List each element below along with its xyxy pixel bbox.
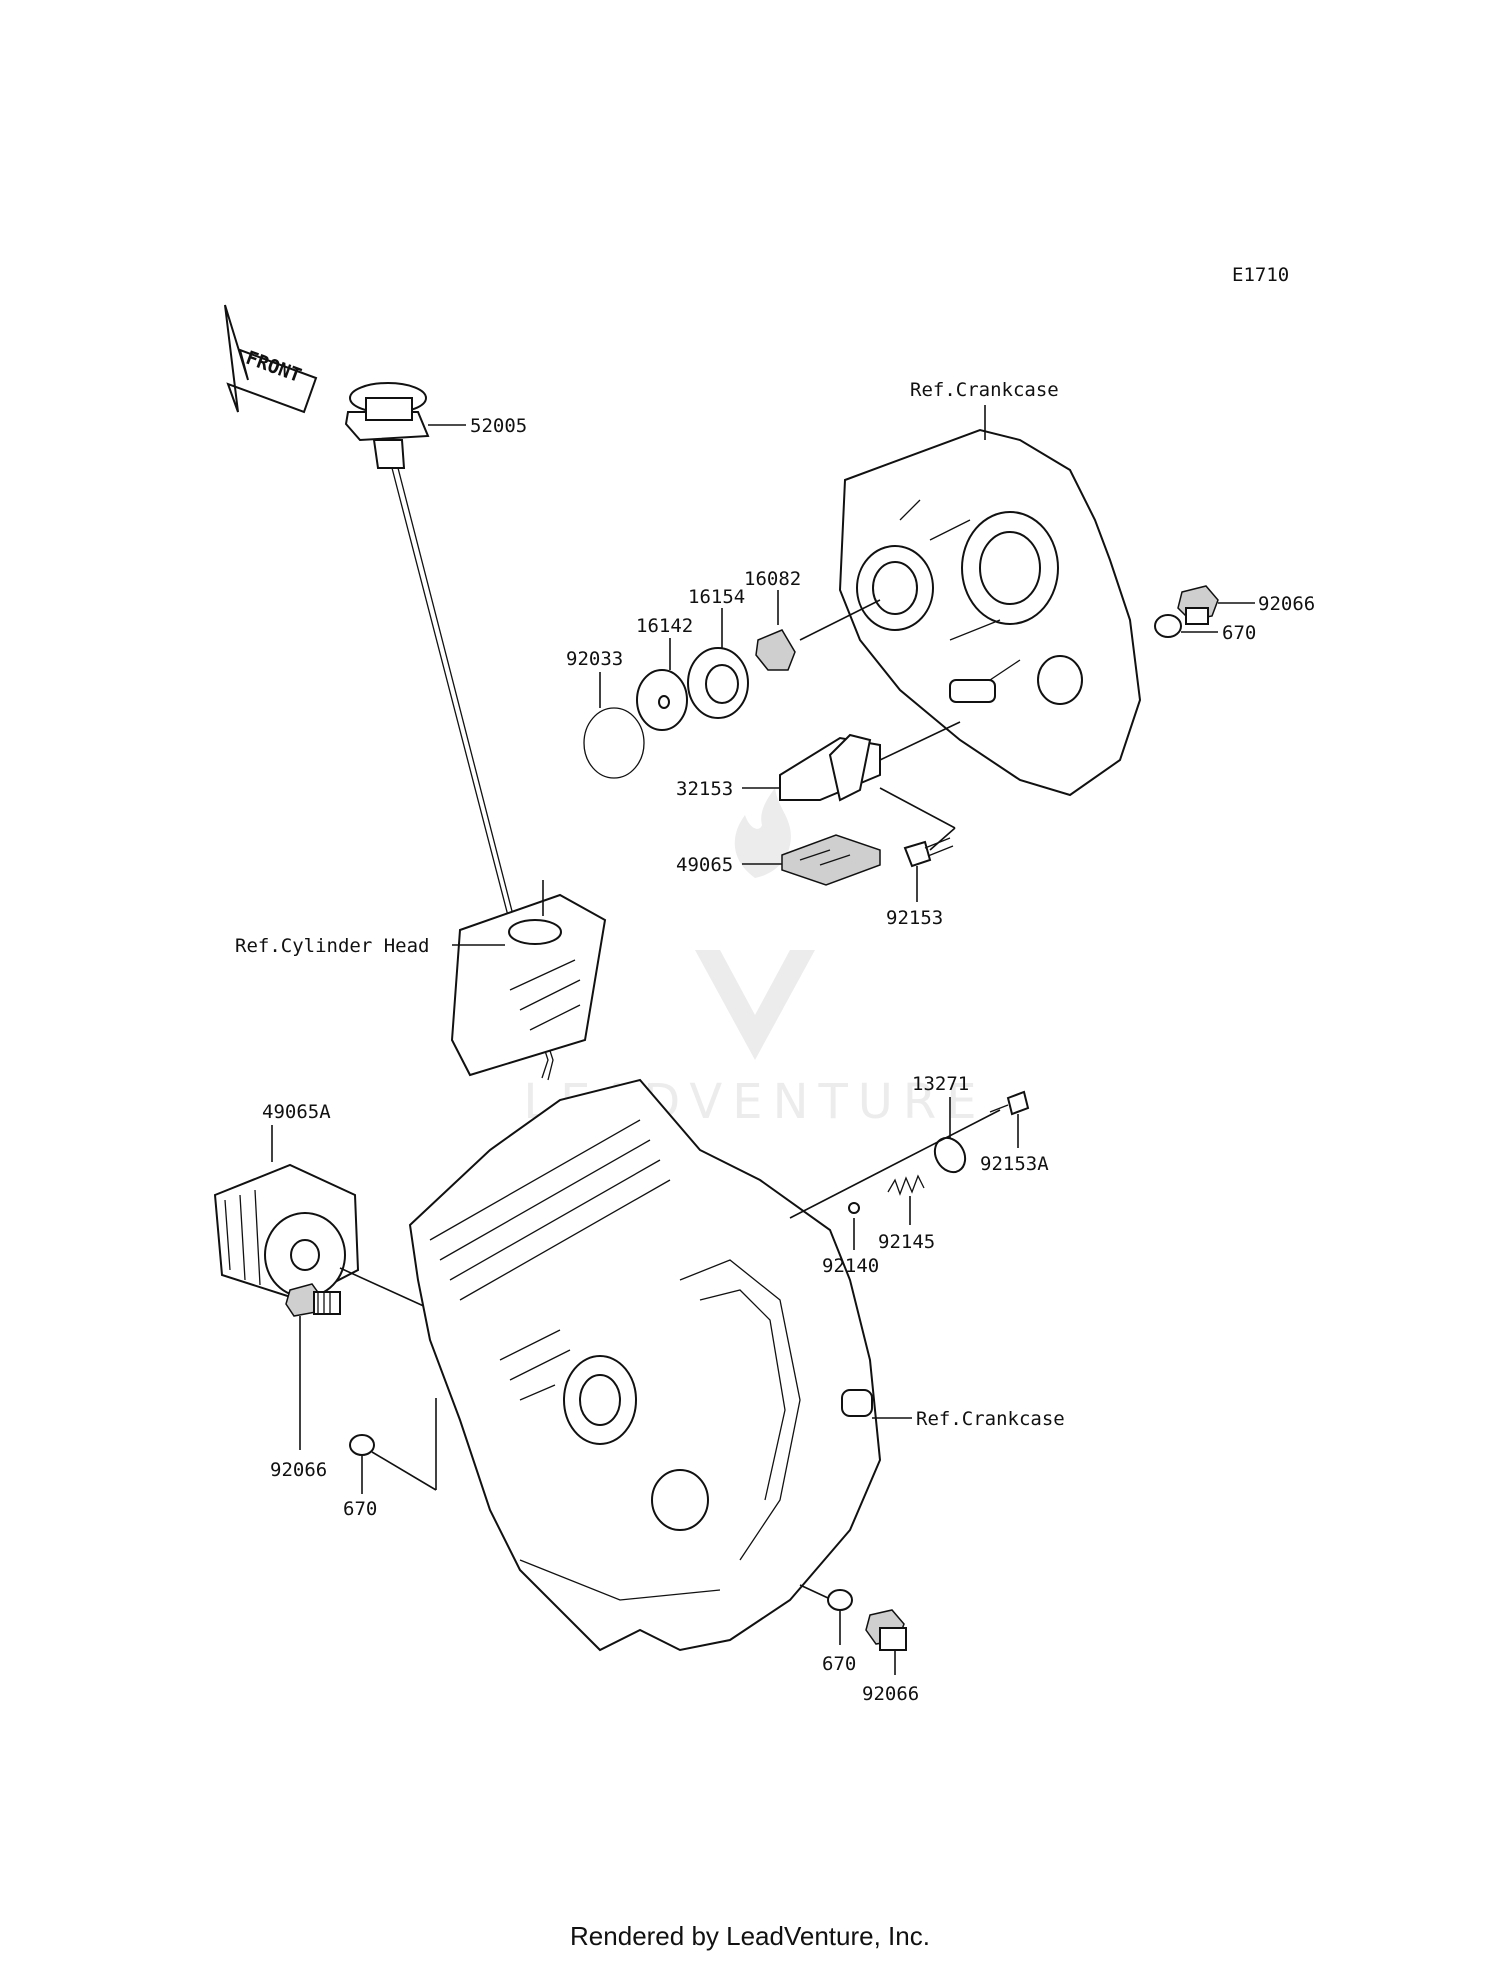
part-label-92066-bottom: 92066 <box>862 1683 919 1705</box>
part-label-52005: 52005 <box>470 415 527 437</box>
part-label-49065A: 49065A <box>262 1101 331 1123</box>
part-label-670-top: 670 <box>1222 622 1256 644</box>
strainer-32153-part <box>779 733 881 802</box>
bolt-92153-part <box>903 837 954 868</box>
front-arrow-icon: FRONT <box>224 304 318 414</box>
rotor-16082-part <box>755 629 796 671</box>
part-label-92033: 92033 <box>566 648 623 670</box>
ball-92140-part <box>848 1202 860 1214</box>
crankcase-bottom-part <box>408 1078 882 1652</box>
part-label-670-left: 670 <box>343 1498 377 1520</box>
part-label-16082: 16082 <box>744 568 801 590</box>
part-label-92153A: 92153A <box>980 1153 1049 1175</box>
screen-49065-part <box>781 834 881 886</box>
part-label-92066-left: 92066 <box>270 1459 327 1481</box>
rotor-16154-part <box>687 647 749 719</box>
cylinder-head-part <box>450 893 607 1077</box>
ref-crankcase-bottom-label: Ref.Crankcase <box>916 1408 1065 1430</box>
dipstick-part <box>344 382 554 1081</box>
ref-cylinder-head-label: Ref.Cylinder Head <box>235 935 429 957</box>
footer-text: Rendered by LeadVenture, Inc. <box>570 1921 930 1951</box>
drain-plug-bottom-part <box>865 1609 907 1651</box>
diagram-code: E1710 <box>1232 264 1289 286</box>
part-label-13271: 13271 <box>912 1073 969 1095</box>
drain-plug-left-part <box>285 1283 341 1317</box>
part-label-32153: 32153 <box>676 778 733 800</box>
part-label-92140: 92140 <box>822 1255 879 1277</box>
oil-filter-49065A-part <box>213 1163 360 1302</box>
ref-crankcase-top-label: Ref.Crankcase <box>910 379 1059 401</box>
part-label-670-bottom: 670 <box>822 1653 856 1675</box>
o-ring-left-part <box>349 1434 375 1456</box>
washer-16142-part <box>636 669 688 731</box>
spring-92145-part <box>887 1174 925 1196</box>
part-label-16142: 16142 <box>636 615 693 637</box>
plate-13271-part <box>933 1136 967 1174</box>
circlip-92033-part <box>583 707 645 779</box>
part-label-92066-top: 92066 <box>1258 593 1315 615</box>
part-label-92145: 92145 <box>878 1231 935 1253</box>
bolt-92153A-part <box>989 1090 1030 1116</box>
part-label-16154: 16154 <box>688 586 745 608</box>
crankcase-cover-part <box>838 428 1142 797</box>
o-ring-bottom-part <box>827 1589 853 1611</box>
drain-plug-top-part <box>1177 585 1219 625</box>
o-ring-top-part <box>1154 614 1182 638</box>
part-label-49065: 49065 <box>676 854 733 876</box>
part-label-92153: 92153 <box>886 907 943 929</box>
